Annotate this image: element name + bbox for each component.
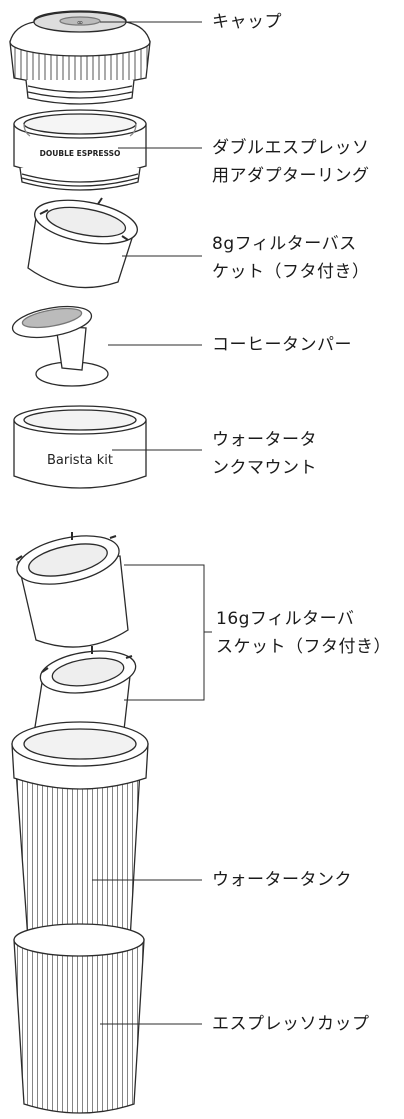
label-cap: キャップ bbox=[212, 12, 282, 32]
label-tamper: コーヒータンパー bbox=[212, 335, 352, 355]
basket-16g-upper-illustration bbox=[15, 532, 129, 648]
adapter-band-text: DOUBLE ESPRESSO bbox=[40, 149, 121, 158]
cap-logo: ∞ bbox=[77, 18, 84, 27]
adapter-ring-illustration: DOUBLE ESPRESSO bbox=[13, 109, 147, 191]
label-water-tank: ウォータータンク bbox=[212, 870, 352, 890]
label-mount: ウォータータ ンクマウント bbox=[212, 430, 317, 478]
mount-band-text: Barista kit bbox=[47, 453, 113, 468]
espresso-cup-illustration bbox=[13, 923, 145, 1114]
label-adapter-ring: ダブルエスプレッソ 用アダプターリング bbox=[212, 138, 370, 186]
basket-8g-illustration bbox=[27, 197, 138, 289]
label-espresso-cup: エスプレッソカップ bbox=[212, 1014, 370, 1034]
label-8g-basket: 8gフィルターバス ケット（フタ付き） bbox=[212, 234, 370, 282]
label-16g-basket: 16gフィルターバ スケット（フタ付き） bbox=[216, 609, 391, 657]
cap-illustration: ∞ bbox=[9, 10, 151, 105]
mount-illustration: Barista kit bbox=[13, 405, 147, 489]
tamper-illustration bbox=[11, 305, 109, 387]
water-tank-illustration bbox=[11, 721, 149, 950]
basket16-bracket bbox=[124, 564, 212, 701]
